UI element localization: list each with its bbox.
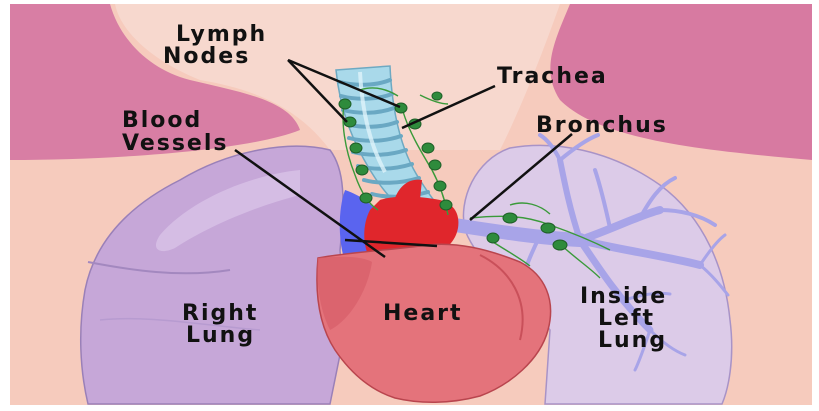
label-bronchus: Bronchus bbox=[536, 113, 668, 138]
lymph-node bbox=[432, 92, 442, 100]
label-lymph-nodes-line2: Nodes bbox=[163, 44, 250, 69]
lymph-node bbox=[541, 223, 555, 233]
lymph-node bbox=[422, 143, 434, 153]
lymph-node bbox=[434, 181, 446, 191]
lymph-node bbox=[503, 213, 517, 223]
lymph-node bbox=[429, 160, 441, 170]
label-blood-vessels-line1: Blood bbox=[122, 108, 202, 133]
label-right-lung-line2: Lung bbox=[186, 323, 255, 348]
lymph-node bbox=[350, 143, 362, 153]
lymph-node bbox=[339, 99, 351, 109]
lymph-node bbox=[360, 193, 372, 203]
lymph-node bbox=[553, 240, 567, 250]
label-blood-vessels-line2: Vessels bbox=[122, 131, 229, 156]
lymph-node bbox=[440, 200, 452, 210]
lymph-node bbox=[487, 233, 499, 243]
label-trachea: Trachea bbox=[497, 64, 608, 89]
lymph-node bbox=[356, 165, 368, 175]
label-heart: Heart bbox=[383, 301, 463, 326]
label-inside-left-lung-line3: Lung bbox=[598, 328, 667, 353]
